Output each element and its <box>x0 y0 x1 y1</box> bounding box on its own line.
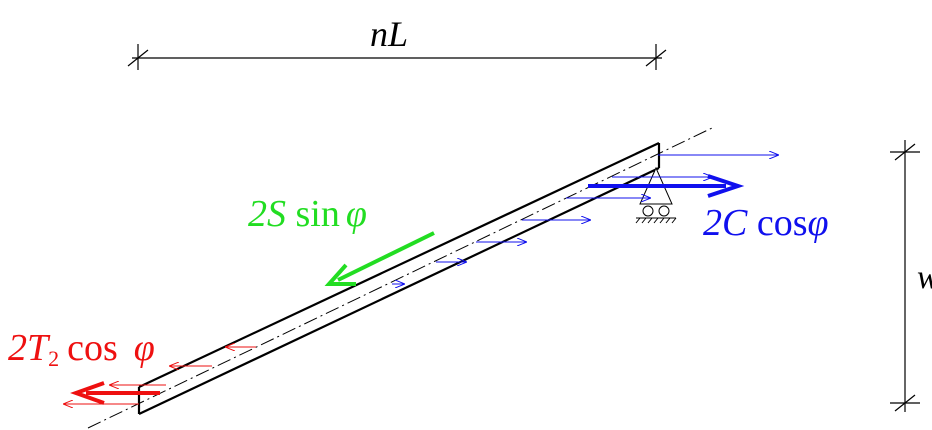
shear-arrow-shaft <box>337 231 435 282</box>
shear-arrow <box>324 231 435 286</box>
tension-resultant-head <box>70 381 105 405</box>
beam-top-edge <box>138 142 660 388</box>
beam-bottom-edge <box>138 167 660 415</box>
height-label: w <box>917 259 932 296</box>
support-roller-left <box>642 205 654 217</box>
span-right-slash <box>645 49 667 67</box>
tension-arrows <box>64 347 256 404</box>
height-dimension <box>890 140 920 412</box>
shear-arrow-head <box>324 263 356 286</box>
span-left-slash <box>127 49 149 67</box>
span-dimension <box>127 44 667 70</box>
height-bottom-slash <box>894 394 916 412</box>
span-label: nL <box>370 14 408 54</box>
compression-resultant-head <box>707 174 745 198</box>
beam-centerline <box>87 127 713 429</box>
compression-label: 2C cosφ <box>703 202 829 244</box>
inclined-beam <box>87 127 713 429</box>
height-top-slash <box>894 143 916 161</box>
support-roller-right <box>658 205 670 217</box>
compression-arrows <box>392 155 778 284</box>
support-hatch <box>635 217 677 224</box>
